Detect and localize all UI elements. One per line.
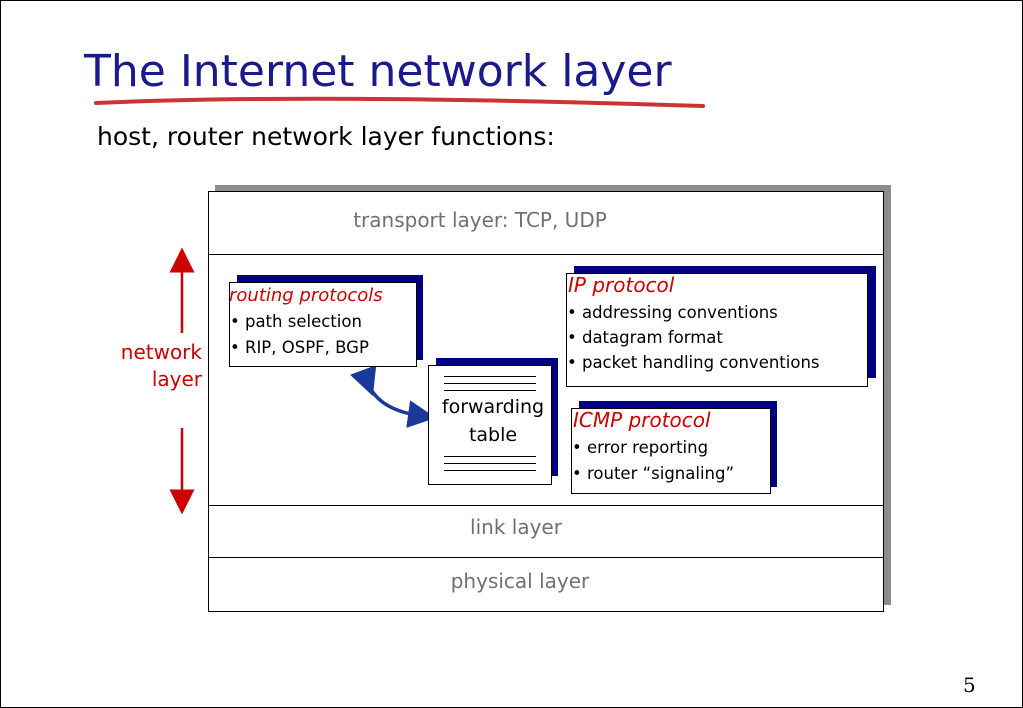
- page-title: The Internet network layer: [84, 46, 672, 97]
- forwarding-table-box: [428, 365, 552, 485]
- ip-box-title: IP protocol: [568, 273, 675, 297]
- forwarding-label-line1: forwarding: [441, 396, 545, 418]
- physical-layer-label: physical layer: [450, 569, 590, 593]
- routing-item-protocols: • RIP, OSPF, BGP: [230, 338, 369, 357]
- forwarding-table-row-line: [444, 470, 536, 471]
- ip-protocol-box: [566, 273, 868, 387]
- title-underline: [94, 96, 705, 108]
- forwarding-table-label: forwarding table: [428, 393, 558, 449]
- ip-item-addressing: • addressing conventions: [567, 303, 778, 322]
- routing-protocols-box: [229, 282, 417, 367]
- routing-box-title: routing protocols: [229, 285, 383, 306]
- forwarding-table-row-line: [444, 376, 536, 377]
- network-label-line1: network: [120, 340, 202, 364]
- network-label-line2: layer: [151, 367, 202, 391]
- ip-item-packet-handling: • packet handling conventions: [567, 353, 820, 372]
- icmp-item-error-reporting: • error reporting: [572, 438, 709, 457]
- icmp-protocol-box: [571, 408, 771, 494]
- forwarding-table-row-line: [444, 390, 536, 391]
- icmp-box-title: ICMP protocol: [573, 408, 711, 432]
- link-layer-label: link layer: [470, 515, 562, 539]
- forwarding-table-row-line: [444, 456, 536, 457]
- forwarding-label-line2: table: [468, 424, 518, 446]
- divider-network-link: [208, 505, 884, 506]
- forwarding-table-row-line: [444, 463, 536, 464]
- transport-layer-label: transport layer: TCP, UDP: [353, 208, 607, 232]
- forwarding-table-row-line: [444, 383, 536, 384]
- ip-item-datagram: • datagram format: [567, 328, 723, 347]
- network-layer-label: network layer: [100, 339, 202, 393]
- page-number: 5: [963, 673, 976, 697]
- divider-transport-network: [208, 254, 884, 255]
- icmp-item-router-signaling: • router “signaling”: [572, 464, 735, 483]
- divider-link-physical: [208, 557, 884, 558]
- subtitle: host, router network layer functions:: [97, 122, 555, 151]
- routing-forwarding-arrow: [350, 365, 436, 428]
- routing-item-path-selection: • path selection: [230, 312, 362, 331]
